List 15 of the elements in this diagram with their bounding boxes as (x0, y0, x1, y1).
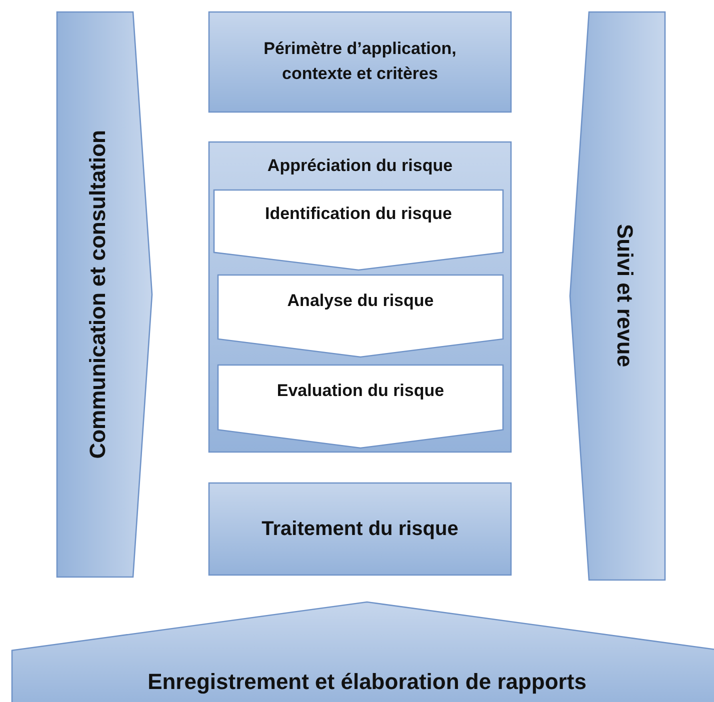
arrow-shape (12, 602, 714, 702)
box-label: Analyse du risque (287, 290, 434, 312)
process-box (209, 12, 511, 112)
arrow-shape (57, 12, 152, 577)
box-label: Enregistrement et élaboration de rapports (148, 668, 586, 696)
box-label: Suivi et revue (611, 224, 638, 368)
process-box (209, 483, 511, 575)
arrow-shape (570, 12, 665, 580)
box-label: Traitement du risque (262, 516, 458, 542)
box-label: Périmètre d’application, contexte et critères (262, 38, 458, 85)
box-label: Appréciation du risque (267, 155, 453, 177)
box-label: Identification du risque (264, 203, 452, 225)
process-box (209, 142, 511, 452)
box-label: Evaluation du risque (276, 380, 444, 402)
box-label: Communication et consultation (84, 130, 111, 459)
